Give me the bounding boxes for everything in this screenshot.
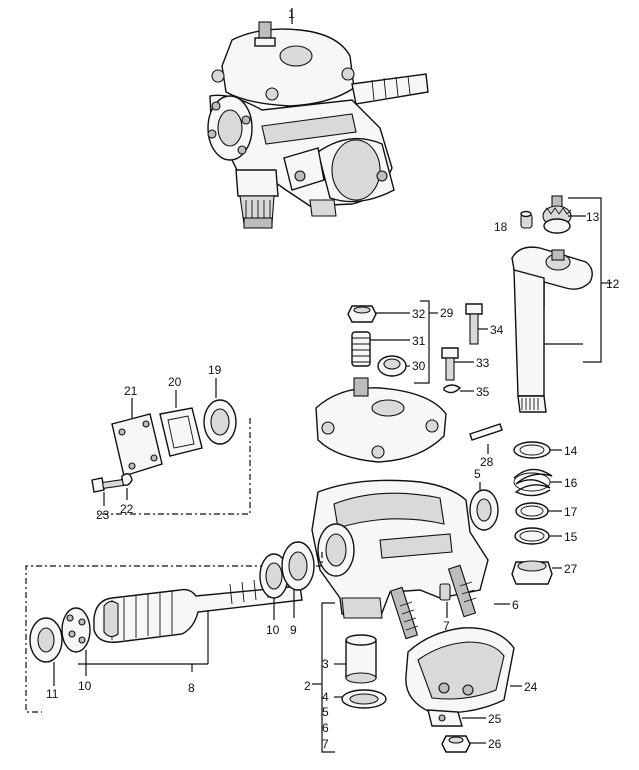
label-8: 8 xyxy=(188,681,195,695)
steering-box-assembly xyxy=(207,8,429,229)
label-5-group: 5 xyxy=(322,705,329,719)
callout-labels: 1 2 3 4 5 6 7 5 6 7 8 9 10 10 11 12 13 1… xyxy=(46,7,620,751)
top-cover-group xyxy=(315,300,503,463)
label-9: 9 xyxy=(290,623,297,637)
label-10-right: 10 xyxy=(266,623,280,637)
label-35: 35 xyxy=(476,385,490,399)
label-20: 20 xyxy=(168,375,182,389)
label-12: 12 xyxy=(606,277,620,291)
label-25: 25 xyxy=(488,712,502,726)
label-33: 33 xyxy=(476,356,490,370)
label-16: 16 xyxy=(564,476,578,490)
small-cap xyxy=(520,210,533,229)
label-24: 24 xyxy=(524,680,538,694)
label-7: 7 xyxy=(443,619,450,633)
label-15: 15 xyxy=(564,530,578,544)
label-7-group: 7 xyxy=(322,737,329,751)
label-21: 21 xyxy=(124,384,138,398)
adjusting-gear xyxy=(542,195,572,234)
label-10-left: 10 xyxy=(78,679,92,693)
label-28: 28 xyxy=(480,455,494,469)
group-2-bracket xyxy=(312,602,387,753)
label-1: 1 xyxy=(288,7,295,21)
label-18: 18 xyxy=(494,220,508,234)
label-14: 14 xyxy=(564,444,578,458)
label-6: 6 xyxy=(512,598,519,612)
label-30: 30 xyxy=(412,359,426,373)
label-6-group: 6 xyxy=(322,721,329,735)
gear-housing xyxy=(311,479,510,640)
label-23: 23 xyxy=(96,508,110,522)
label-31: 31 xyxy=(412,334,426,348)
label-22: 22 xyxy=(120,502,134,516)
label-32: 32 xyxy=(412,307,426,321)
label-17: 17 xyxy=(564,505,578,519)
shaft-seal-stack xyxy=(511,441,562,585)
sector-shaft-assembly xyxy=(511,195,612,413)
clamp-bracket-group xyxy=(405,627,522,753)
label-26: 26 xyxy=(488,737,502,751)
label-3: 3 xyxy=(322,657,329,671)
label-34: 34 xyxy=(490,323,504,337)
worm-shaft-group xyxy=(25,541,323,713)
label-27: 27 xyxy=(564,562,578,576)
side-cover-group xyxy=(91,378,251,515)
label-4: 4 xyxy=(322,690,329,704)
label-5: 5 xyxy=(474,467,481,481)
label-11: 11 xyxy=(46,687,59,701)
label-13: 13 xyxy=(586,210,600,224)
label-29: 29 xyxy=(440,306,454,320)
label-2: 2 xyxy=(304,679,311,693)
label-19: 19 xyxy=(208,363,222,377)
